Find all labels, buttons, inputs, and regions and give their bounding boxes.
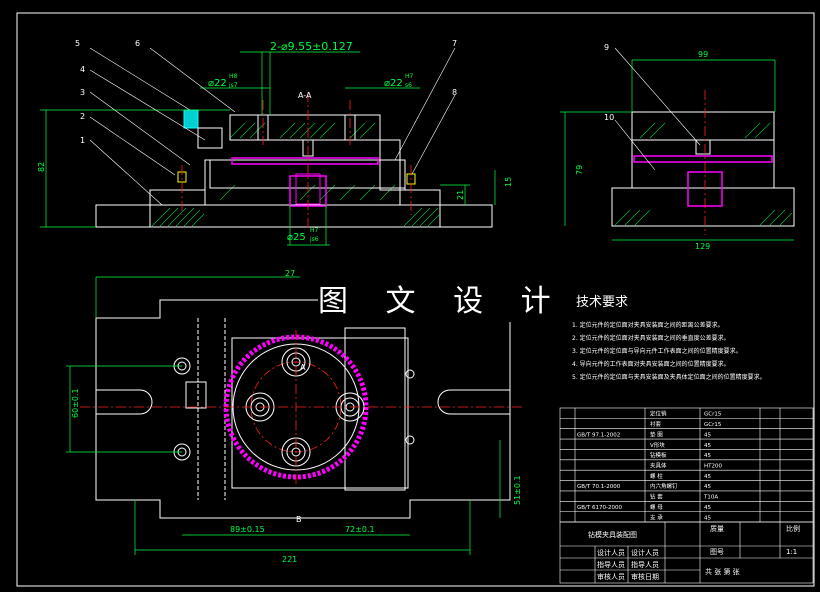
dim-129: 129 (695, 242, 710, 251)
bom-mat: GCr15 (704, 412, 722, 418)
section-b-bottom: B (296, 515, 302, 524)
dim-fit-left-bot: js7 (228, 82, 238, 89)
scale-value: 1:1 (786, 548, 797, 556)
tech-req-5: 5. 定位元件的定位面与夹具安装面及夹具体定位面之间的位置精度要求。 (572, 373, 766, 381)
leader-2: 2 (80, 112, 85, 121)
bom-mat: 45 (704, 443, 711, 449)
dim-fit-bottom: ⌀25 (287, 232, 306, 243)
bom-table (559, 407, 814, 523)
bom-mat: 45 (704, 453, 711, 459)
dim-fit-right: ⌀22 (384, 78, 403, 89)
bom-mat: GCr15 (704, 422, 722, 428)
bom-std: GB/T 97.1-2002 (577, 432, 620, 438)
dim-top-w: 27 (285, 269, 295, 278)
section-label-aa: A-A (298, 91, 312, 100)
dim-fit-left: ⌀22 (208, 78, 227, 89)
title-block (559, 521, 814, 584)
dim-89: 89±0.15 (230, 525, 265, 534)
reviewer-label: 审核人员 (597, 572, 625, 581)
drawing-border (16, 12, 815, 587)
dim-221: 221 (282, 555, 297, 564)
leader-9: 9 (604, 43, 609, 52)
dim-51: 51±0.1 (513, 475, 522, 505)
dim-99: 99 (698, 50, 708, 59)
designer-value: 设计人员 (631, 548, 659, 557)
bom-name: 垫 圈 (650, 430, 663, 438)
dim-60: 60±0.1 (71, 388, 80, 418)
bom-name: 支 承 (650, 513, 663, 521)
dim-fit-bottom-top: H7 (310, 227, 319, 234)
date-label: 审核日期 (631, 572, 659, 581)
leader-1: 1 (80, 136, 85, 145)
leader-4: 4 (80, 65, 85, 74)
bom-mat: 45 (704, 505, 711, 511)
watermark: 图 文 设 计 (318, 282, 551, 322)
front-section-view: 5 6 4 3 2 1 7 8 2-⌀9.55±0.127 ⌀22 H8 js7… (37, 39, 513, 246)
bom-std: GB/T 6170-2000 (577, 505, 622, 511)
drawing-name: 钻模夹具装配图 (588, 530, 637, 539)
section-a-top: A (300, 363, 306, 372)
dim-72: 72±0.1 (345, 525, 375, 534)
bom-name: 螺 柱 (650, 472, 663, 480)
guide-value: 指导人员 (631, 560, 659, 569)
mass-label: 质量 (710, 524, 724, 533)
dim-21: 21 (456, 190, 465, 200)
tech-requirements: 技术要求 1. 定位元件的定位面对夹具安装面之间的距离公差要求。 2. 定位元件… (572, 295, 766, 381)
bom-name: 衬套 (650, 420, 662, 428)
bom-name: V形块 (650, 441, 665, 449)
dim-15: 15 (504, 177, 513, 187)
guide-label: 指导人员 (597, 560, 625, 569)
dim-79: 79 (575, 165, 584, 175)
sheet-label: 共 张 第 张 (705, 567, 740, 576)
bom-std: GB/T 70.1-2000 (577, 484, 621, 490)
bom-mat: 45 (704, 515, 711, 521)
tech-req-3: 3. 定位元件的定位面与导向元件工作表面之间的位置精度要求。 (572, 347, 742, 355)
scale-label: 比例 (786, 524, 800, 533)
bom-name: 螺 母 (650, 503, 663, 511)
bom-name: 钻 套 (650, 493, 663, 501)
tech-req-2: 2. 定位元件的定位面对夹具安装面之间的垂直度公差要求。 (572, 334, 730, 342)
dim-fit-bottom-bot: js6 (309, 236, 319, 243)
dim-82: 82 (37, 162, 46, 172)
bom-name: 夹具体 (650, 462, 667, 470)
bom-mat: 45 (704, 484, 711, 490)
bom-mat: HT200 (704, 464, 722, 470)
dim-fit-right-bot: s6 (405, 82, 412, 89)
bom-name: 定位销 (650, 410, 667, 418)
bom-mat: 45 (704, 474, 711, 480)
tech-req-1: 1. 定位元件的定位面对夹具安装面之间的距离公差要求。 (572, 321, 724, 329)
bom-name: 钻模板 (650, 451, 667, 459)
bom-mat: 45 (704, 432, 711, 438)
tech-req-4: 4. 导向元件的工作表面对夹具安装面之间的位置精度要求。 (572, 360, 730, 368)
leader-7: 7 (452, 39, 457, 48)
leader-3: 3 (80, 88, 85, 97)
designer-label: 设计人员 (597, 548, 625, 557)
figno-label: 图号 (710, 548, 724, 556)
leader-8: 8 (452, 88, 457, 97)
bom-name: 内六角螺钉 (650, 482, 678, 490)
leader-10: 10 (604, 113, 614, 122)
dim-holes: 2-⌀9.55±0.127 (270, 40, 353, 53)
leader-6: 6 (135, 39, 140, 48)
dim-fit-left-top: H8 (229, 73, 238, 80)
top-view: 27 60±0.1 89±0.15 72±0.1 221 51±0.1 A B (66, 269, 525, 564)
side-view: 9 10 99 129 79 (560, 43, 795, 251)
dim-fit-right-top: H7 (405, 73, 414, 80)
bom-mat: T10A (703, 495, 718, 501)
leader-5: 5 (75, 39, 80, 48)
tech-title: 技术要求 (576, 295, 628, 310)
